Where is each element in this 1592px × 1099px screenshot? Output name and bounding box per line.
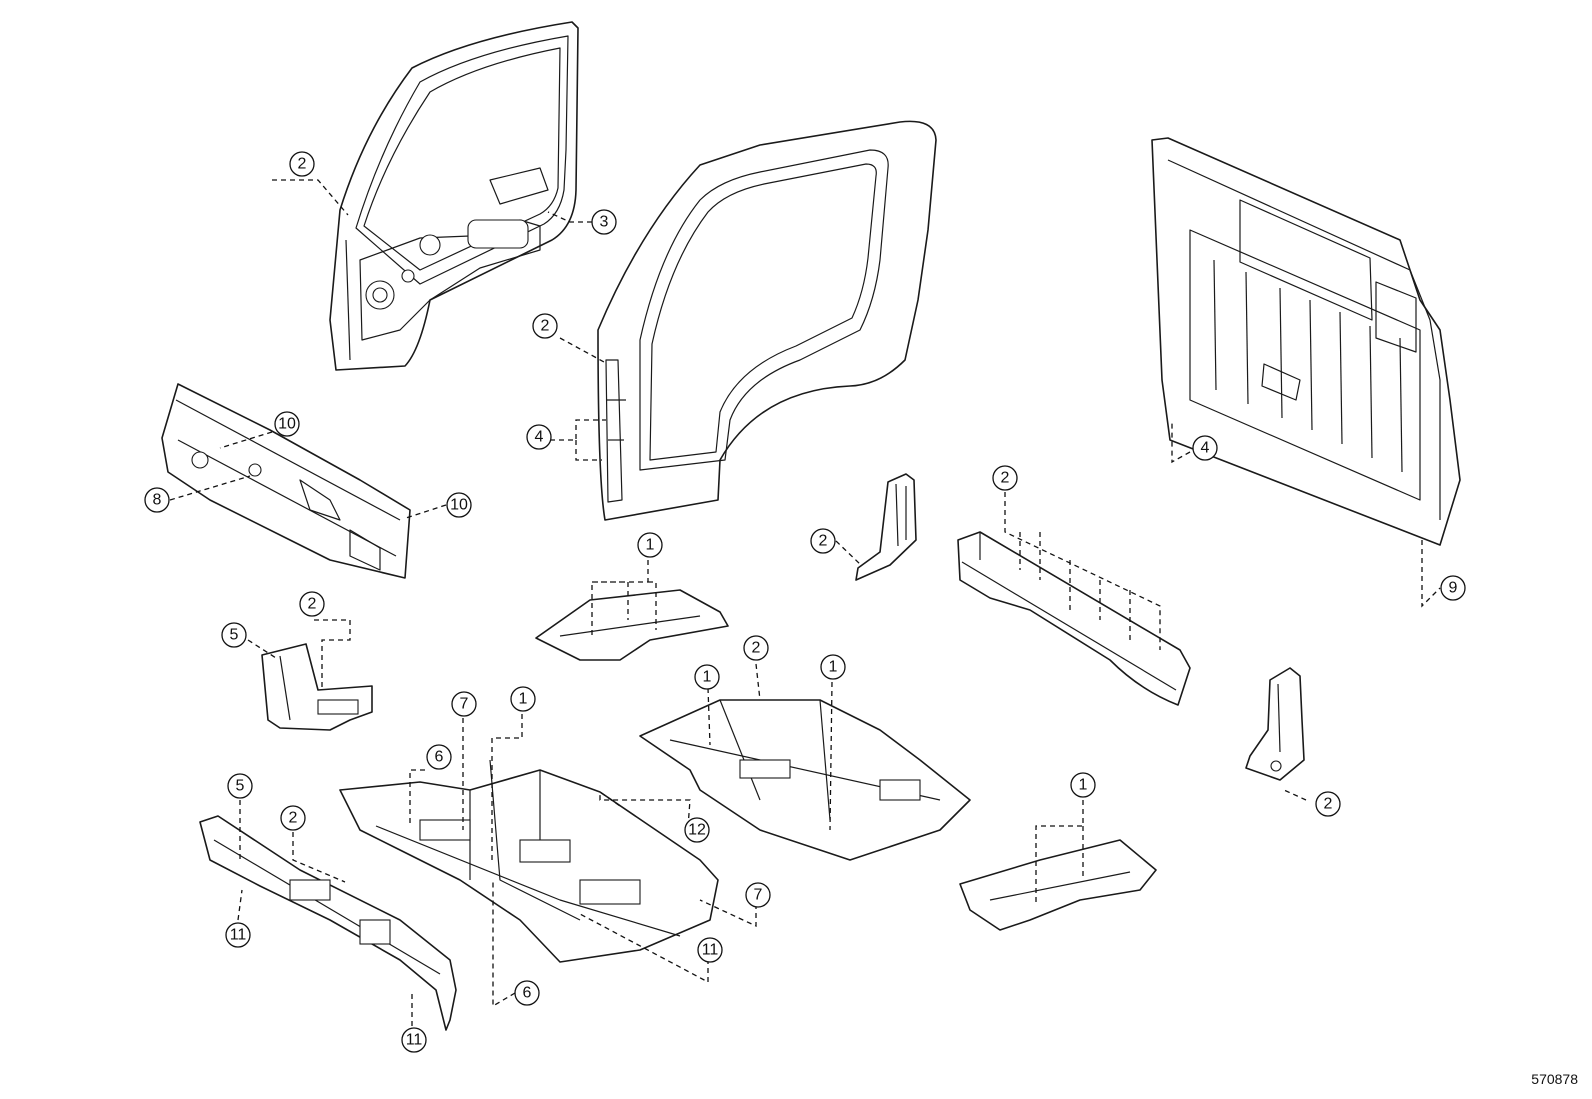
cowl-panel [161, 383, 411, 579]
callout: 2 [743, 635, 769, 661]
callout-label: 1 [1079, 777, 1088, 794]
callout-label: 8 [153, 492, 162, 509]
callout-label: 6 [523, 985, 532, 1002]
callout-label: 2 [819, 533, 828, 550]
callout: 12 [684, 817, 710, 843]
callout: 6 [426, 744, 452, 770]
callout-label: 11 [406, 1032, 423, 1049]
callout: 1 [1070, 772, 1096, 798]
callout-label: 7 [460, 696, 469, 713]
diagram-id-label: 570878 [1531, 1071, 1578, 1087]
callout: 6 [514, 980, 540, 1006]
callout: 3 [591, 209, 617, 235]
callout: 11 [401, 1027, 427, 1053]
rear-floor-pan [639, 699, 971, 861]
callout-label: 2 [308, 596, 317, 613]
callout-label: 10 [278, 416, 296, 433]
callout-label: 12 [688, 822, 706, 839]
callout-label: 2 [289, 810, 298, 827]
callout-label: 1 [519, 691, 528, 708]
dash-bracket [261, 643, 373, 731]
callout: 10 [274, 411, 300, 437]
leader-lines [169, 179, 1441, 1026]
callout-label: 2 [752, 640, 761, 657]
callout-label: 7 [754, 887, 763, 904]
callout: 1 [820, 654, 846, 680]
front-pillar-door-frame [597, 120, 937, 521]
callout: 9 [1440, 575, 1466, 601]
callout-label: 2 [1324, 796, 1333, 813]
callout-label: 2 [541, 318, 550, 335]
callout: 2 [1315, 791, 1341, 817]
callout: 2 [810, 528, 836, 554]
front-floor-pan [339, 759, 719, 963]
back-panel [1151, 137, 1461, 546]
callout-label: 1 [703, 669, 712, 686]
callout: 4 [526, 424, 552, 450]
callout: 2 [299, 591, 325, 617]
callout: 10 [446, 492, 472, 518]
front-door-panel [329, 21, 579, 371]
callout: 5 [227, 773, 253, 799]
callout-label: 11 [230, 927, 247, 944]
callout: 5 [221, 622, 247, 648]
callout: 2 [289, 151, 315, 177]
callout: 1 [694, 664, 720, 690]
callout: 8 [144, 487, 170, 513]
callout-label: 9 [1449, 580, 1458, 597]
front-floor-pan-small [535, 589, 729, 661]
callout-label: 1 [829, 659, 838, 676]
callout: 7 [745, 882, 771, 908]
callout-label: 1 [646, 537, 655, 554]
rear-floor-cross-member [957, 531, 1191, 706]
callout-label: 3 [600, 214, 609, 231]
callout: 4 [1192, 435, 1218, 461]
callout: 1 [510, 686, 536, 712]
callout-label: 2 [298, 156, 307, 173]
callout: 2 [992, 465, 1018, 491]
callout: 1 [637, 532, 663, 558]
callout: 2 [280, 805, 306, 831]
callout-label: 5 [230, 627, 239, 644]
rear-floor-extension [959, 839, 1157, 931]
callout-label: 6 [435, 749, 444, 766]
callout: 2 [532, 313, 558, 339]
front-floor-cross-member [199, 815, 457, 1031]
callout: 11 [225, 922, 251, 948]
callout-label: 5 [236, 778, 245, 795]
callout: 7 [451, 691, 477, 717]
center-pillar-reinforcement [855, 473, 917, 581]
callout-label: 2 [1001, 470, 1010, 487]
rear-pillar-reinforcement [1245, 667, 1305, 781]
callout-label: 10 [450, 497, 468, 514]
callout-label: 11 [702, 942, 719, 959]
callout: 11 [697, 937, 723, 963]
callout-label: 4 [535, 429, 544, 446]
callout-label: 4 [1201, 440, 1210, 457]
